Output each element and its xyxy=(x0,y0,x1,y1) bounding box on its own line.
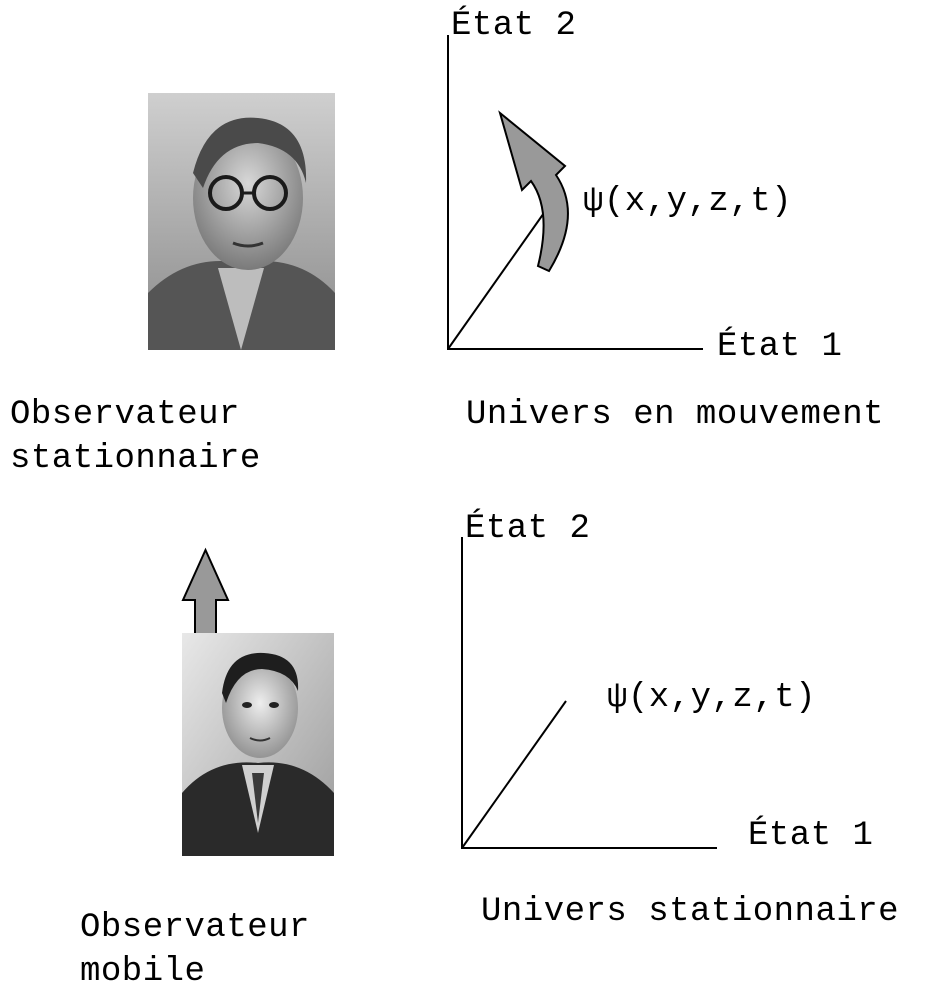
bottom-y-axis-label: État 2 xyxy=(465,510,591,548)
moving-observer-photo xyxy=(182,633,334,856)
moving-universe-label: Univers en mouvement xyxy=(466,396,885,434)
bottom-x-axis-label: État 1 xyxy=(748,817,874,855)
top-state-vector xyxy=(447,202,552,350)
moving-observer-label: Observateur mobile xyxy=(80,909,310,991)
top-curved-arrow-icon xyxy=(498,110,569,273)
top-y-axis-label: État 2 xyxy=(451,7,577,45)
bottom-state-vector xyxy=(461,700,567,849)
stationary-observer-photo xyxy=(148,93,335,350)
stationary-universe-label: Univers stationnaire xyxy=(481,893,900,931)
bottom-wavefunction-label: ψ(x,y,z,t) xyxy=(607,679,817,717)
top-x-axis-label: État 1 xyxy=(717,328,843,366)
stationary-observer-label: Observateur stationnaire xyxy=(10,396,261,478)
top-wavefunction-label: ψ(x,y,z,t) xyxy=(583,183,793,221)
